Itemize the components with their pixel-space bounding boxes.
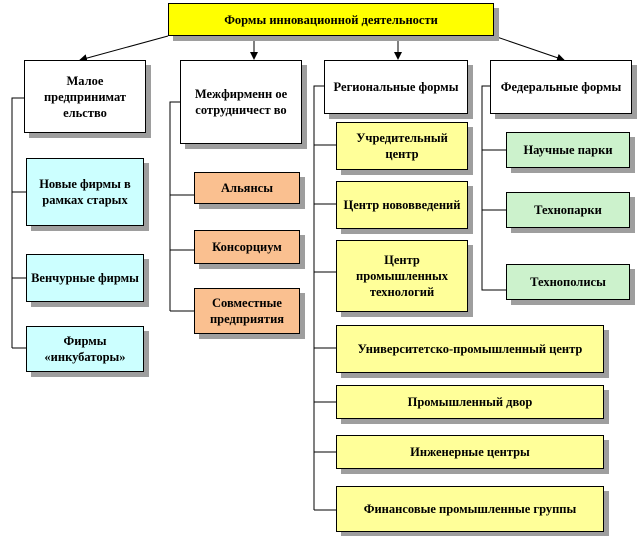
- inter-firm-trunk: [169, 101, 180, 311]
- category-small-business: Малое предпринимат ельство: [24, 60, 146, 133]
- category-inter-firm: Межфирменн ое сотрудничест во: [180, 60, 302, 144]
- inter-firm-item-joint-ventures: Совместные предприятия: [194, 288, 300, 334]
- regional-item-engineering-centers: Инженерные центры: [336, 435, 604, 469]
- regional-item-innovation-center: Центр нововведений: [336, 181, 468, 229]
- small-business-trunk: [11, 97, 24, 348]
- category-federal: Федеральные формы: [490, 60, 632, 114]
- regional-item-founding-center: Учредительный центр: [336, 122, 468, 170]
- category-regional: Региональные формы: [324, 60, 468, 114]
- inter-firm-item-consortium: Консорциум: [194, 230, 300, 264]
- small-business-item-incubators: Фирмы «инкубаторы»: [26, 326, 144, 372]
- root-box: Формы инновационной деятельности: [168, 3, 494, 36]
- federal-item-technopolises: Технополисы: [506, 264, 630, 300]
- federal-item-science-parks: Научные парки: [506, 132, 630, 168]
- regional-item-university-industrial-center: Университетско-промышленный центр: [336, 325, 604, 373]
- federal-item-technoparks: Технопарки: [506, 192, 630, 228]
- small-business-item-venture: Венчурные фирмы: [26, 254, 144, 302]
- arrow-to-small-business: [79, 35, 169, 63]
- regional-item-industrial-tech-center: Центр промышленных технологий: [336, 240, 468, 312]
- regional-item-industrial-yard: Промышленный двор: [336, 385, 604, 419]
- regional-trunk: [313, 85, 324, 510]
- arrow-to-federal: [493, 35, 565, 62]
- small-business-item-new-firms: Новые фирмы в рамках старых: [26, 158, 144, 226]
- regional-item-financial-industrial-groups: Финансовые промышленные группы: [336, 486, 604, 532]
- federal-trunk: [481, 85, 506, 291]
- inter-firm-item-alliances: Альянсы: [194, 172, 300, 204]
